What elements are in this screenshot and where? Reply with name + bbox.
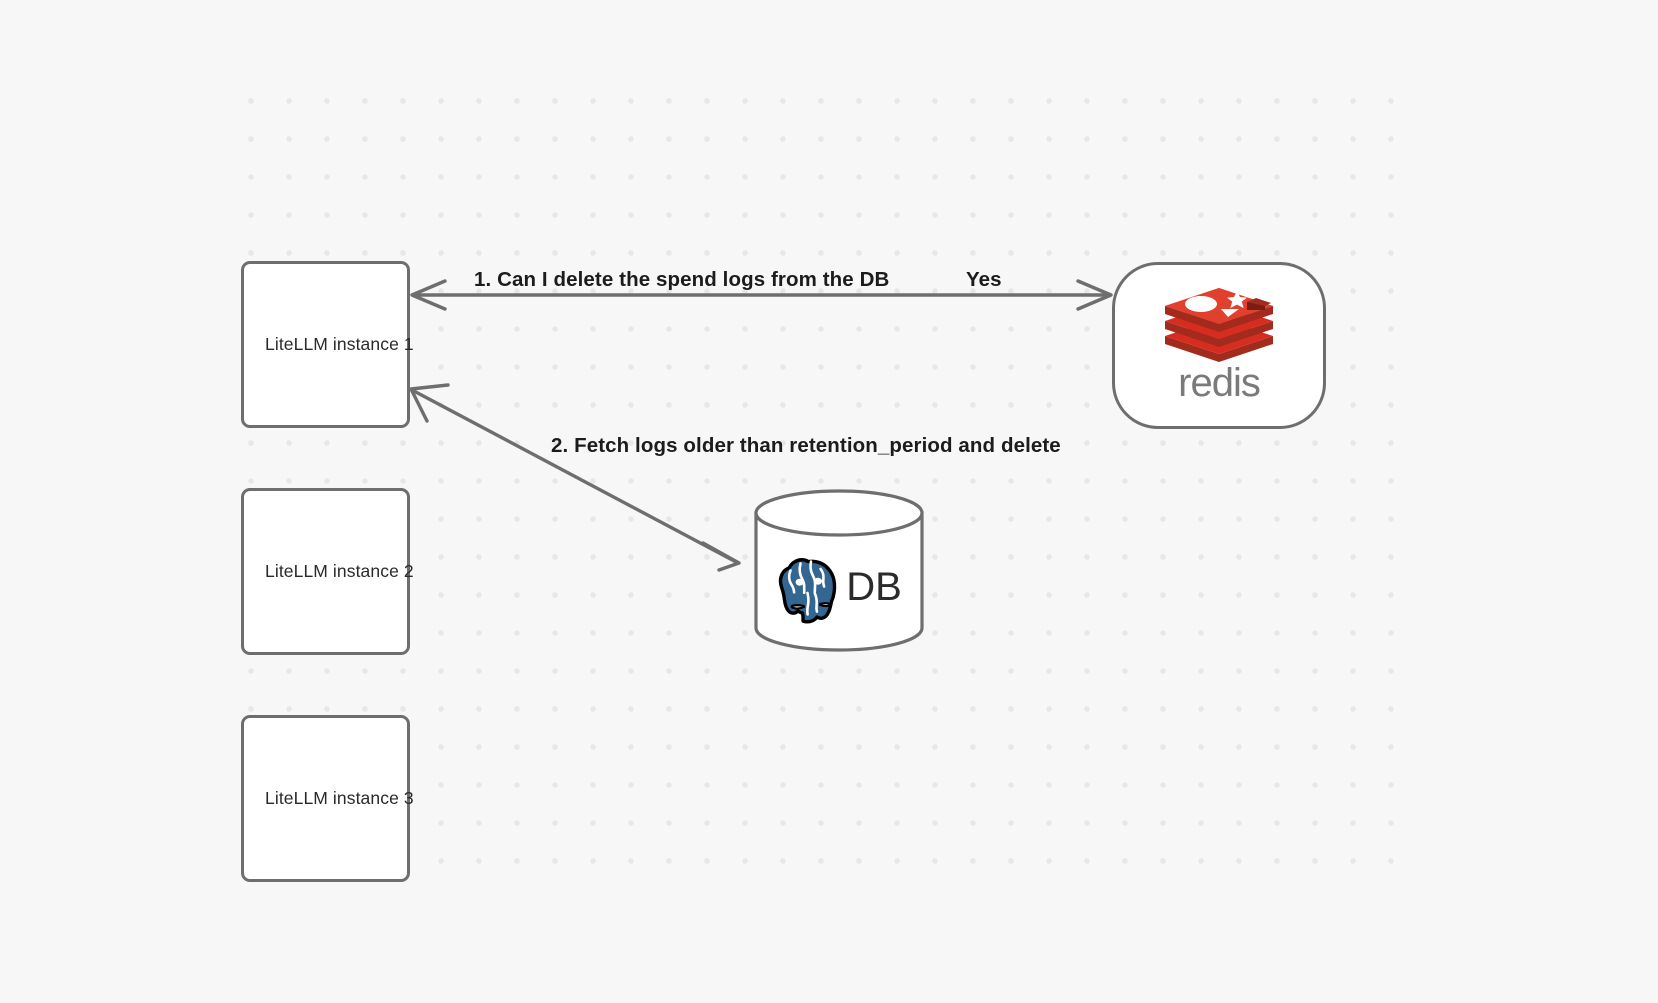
postgresql-elephant-icon [779,557,837,623]
edge-label-redis-reply: Yes [966,268,1002,291]
redis-word-text: redis [1178,363,1260,405]
arrowhead-downright-icon [701,541,741,572]
node-litellm-instance-1[interactable]: LiteLLM instance 1 [241,261,414,428]
redis-cube-icon [1165,288,1273,362]
db-label: DB [846,564,902,609]
node-redis[interactable]: redis [1112,262,1326,429]
arrowhead-upleft-icon [409,383,450,423]
node-litellm-instance-3[interactable]: LiteLLM instance 3 [241,715,414,882]
node-litellm-instance-2[interactable]: LiteLLM instance 2 [241,488,414,655]
edge-litellm1-db [409,383,741,572]
cylinder-shape [754,489,924,652]
arrowhead-left-icon [410,279,447,311]
node-label: LiteLLM instance 1 [265,334,414,354]
edge-label-step-2: 2. Fetch logs older than retention_perio… [551,434,1061,457]
edge-label-step-1: 1. Can I delete the spend logs from the … [474,268,890,291]
node-database[interactable]: DB [753,489,925,652]
redis-logo: redis [1151,284,1287,405]
node-label: LiteLLM instance 3 [265,788,414,808]
redis-wordmark: redis [1178,363,1261,405]
node-label: LiteLLM instance 2 [265,561,414,581]
arrowhead-right-icon [1076,279,1113,311]
